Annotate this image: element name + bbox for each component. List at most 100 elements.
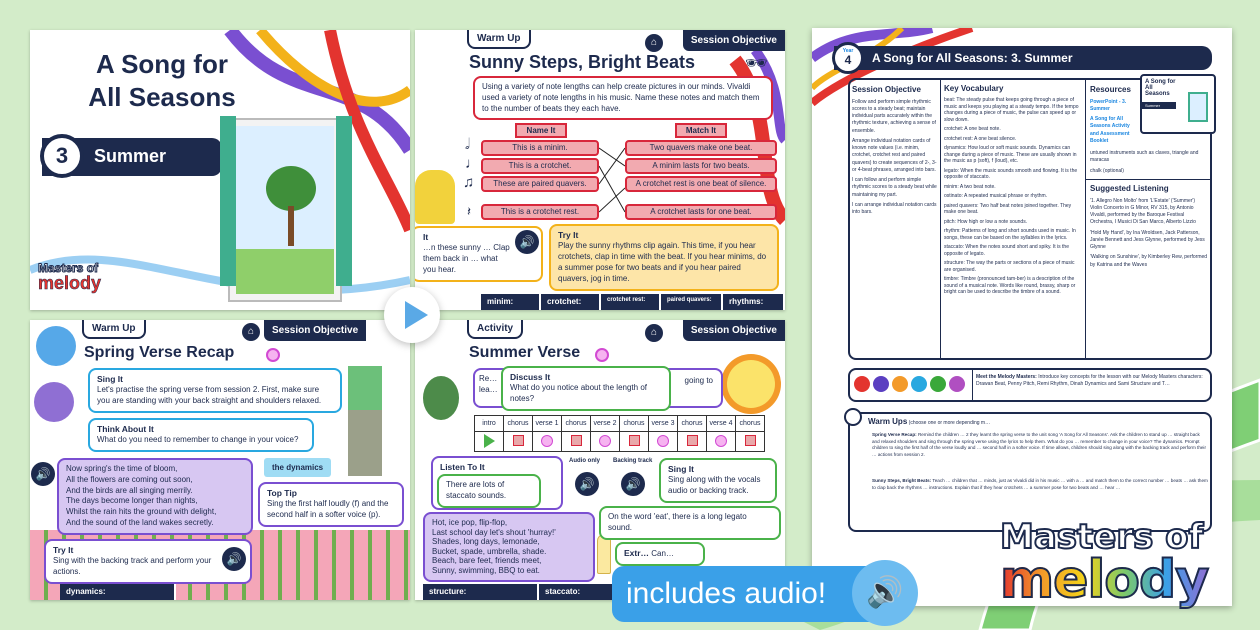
chorus-square-icon[interactable] [744, 435, 756, 446]
curtain-right [336, 116, 352, 286]
objective-text: Follow and perform simple rhythmic score… [852, 98, 936, 134]
vocab-item: paired quavers: Two half beat notes join… [944, 202, 1072, 216]
slide-cover[interactable]: A Song for All Seasons 3 Summer Masters … [30, 30, 410, 310]
session-objective-button[interactable]: Session Objective [682, 30, 785, 51]
slide-title: Summer Verse [469, 344, 581, 361]
name-it-item[interactable]: These are paired quavers. [481, 176, 599, 192]
listen-title: Listen To It [440, 462, 485, 472]
home-icon[interactable]: ⌂ [645, 324, 663, 342]
year-badge: Year 4 [832, 42, 864, 74]
resources-extra: untuned instruments such as claves, tria… [1090, 150, 1208, 178]
match-it-item[interactable]: A minim lasts for two beats. [625, 158, 777, 174]
warmup1-text: Remind the children … 2 they learnt the … [872, 432, 1206, 457]
quavers-icon: ♫ [463, 174, 475, 191]
melody-heading: Meet the Melody Masters: [976, 374, 1037, 380]
structure-cell: chorus [735, 415, 765, 432]
match-it-item[interactable]: A crotchet rest is one beat of silence. [625, 176, 777, 192]
slides-thumbnail[interactable]: A Song for All Seasons Summer [1140, 74, 1216, 134]
logo-bottom: melody [38, 273, 102, 293]
structure-cell: intro [474, 415, 504, 432]
speaker-button[interactable]: 🔊 [222, 547, 246, 571]
session-objective-button[interactable]: Session Objective [682, 320, 785, 341]
structure-cell: chorus [561, 415, 591, 432]
name-it-item[interactable]: This is a crotchet rest. [481, 204, 599, 220]
lyrics-box: Hot, ice pop, flip-flop, Last school day… [423, 512, 595, 582]
home-icon[interactable]: ⌂ [645, 34, 663, 52]
backing-track-button[interactable]: 🔊 [621, 472, 645, 496]
tip-title: Top Tip [267, 488, 297, 498]
logo-bottom: melody [999, 550, 1210, 610]
column-divider [940, 80, 941, 358]
home-icon[interactable]: ⌂ [242, 323, 260, 341]
lyric-line: Bucket, spade, umbrella, shade. [432, 546, 547, 556]
document-title: A Song for All Seasons: 3. Summer [872, 51, 1073, 65]
chorus-square-icon[interactable] [512, 435, 524, 446]
verse-circle-icon[interactable] [657, 434, 669, 447]
listening-item: '1. Allegro Non Molto' from 'L'Estate' (… [1090, 197, 1196, 226]
answer-reveal[interactable]: the dynamics [264, 458, 332, 477]
structure-cell: chorus [619, 415, 649, 432]
structure-cell: verse 2 [590, 415, 620, 432]
logo-top: Masters of [999, 517, 1204, 557]
masters-of-melody-logo: Masters of melody [999, 517, 1210, 610]
legato-box: On the word 'eat', there is a long legat… [599, 506, 781, 540]
verse-circle-icon[interactable] [715, 434, 727, 447]
vocab-item: crotchet: A one beat note. [944, 126, 1001, 133]
objective-text: Arrange individual notation cards of kno… [852, 137, 937, 173]
listen-text: …n these sunny … Clap them back in … wha… [423, 243, 510, 275]
cover-subtitle: Summer [94, 146, 167, 166]
resource-link[interactable]: A Song for All Seasons Activity and Asse… [1090, 116, 1130, 144]
year-label: Year [842, 48, 854, 54]
slide-summer-verse[interactable]: Activity ⌂ Session Objective Summer Vers… [415, 320, 785, 600]
match-it-item[interactable]: A crotchet lasts for one beat. [625, 204, 777, 220]
lyric-line: Now spring's the time of bloom, [66, 464, 178, 473]
extra-title: Extr… [624, 548, 650, 558]
bird-illustration [423, 376, 459, 420]
cover-title: A Song for All Seasons [52, 48, 272, 113]
behind-text-right: going to [684, 376, 713, 385]
decorative-ribbons [30, 30, 410, 295]
slide-sunny-steps[interactable]: Warm Up ⌂ Session Objective Sunny Steps,… [415, 30, 785, 310]
slide-spring-verse[interactable]: Warm Up ⌂ Session Objective Spring Verse… [30, 320, 410, 600]
title-line-2: All Seasons [88, 81, 236, 112]
try-title: Try It [558, 230, 579, 240]
match-it-item[interactable]: Two quavers make one beat. [625, 140, 777, 156]
audio-only-button[interactable]: 🔊 [575, 472, 599, 496]
chorus-square-icon[interactable] [686, 435, 698, 446]
pitch-circle-icon [595, 348, 609, 362]
bird-illustration [34, 382, 74, 422]
think-text: What do you need to remember to change i… [97, 435, 299, 445]
activity-tag: Activity [467, 320, 524, 339]
try-title: Try It [53, 545, 74, 555]
speaker-button[interactable]: 🔊 [515, 230, 539, 254]
play-video-button[interactable] [384, 287, 440, 343]
lyric-line: Last school day let's shout 'hurray!' [432, 527, 556, 537]
chorus-square-icon[interactable] [570, 435, 582, 446]
verse-circle-icon[interactable] [599, 434, 611, 447]
banner-text: includes audio! [626, 577, 827, 610]
chorus-square-icon[interactable] [628, 435, 640, 446]
speaker-button[interactable]: 🔊 [31, 462, 55, 486]
verse-circle-icon[interactable] [541, 434, 553, 447]
window-illustration [230, 120, 340, 300]
character-icons [854, 376, 965, 392]
crotchet-rest-icon: 𝄽 [467, 204, 471, 219]
lesson-plan-document[interactable]: Year 4 A Song for All Seasons: 3. Summer… [812, 28, 1232, 606]
vocab-item: minim: A two beat note. [944, 183, 996, 190]
structure-cell: chorus [677, 415, 707, 432]
footer-dynamics: dynamics: [60, 584, 176, 600]
pitch-icon [873, 376, 889, 392]
session-objective-button[interactable]: Session Objective [264, 320, 367, 341]
name-it-item[interactable]: This is a crotchet. [481, 158, 599, 174]
name-it-header: Name It [515, 123, 567, 138]
name-it-item[interactable]: This is a minim. [481, 140, 599, 156]
play-triangle-icon[interactable] [483, 433, 495, 448]
sing-text: Let's practise the spring verse from ses… [97, 385, 322, 406]
resource-link[interactable]: PowerPoint - 3. Summer [1090, 98, 1127, 112]
warmups-note: (choose one or more depending m… [908, 420, 991, 426]
